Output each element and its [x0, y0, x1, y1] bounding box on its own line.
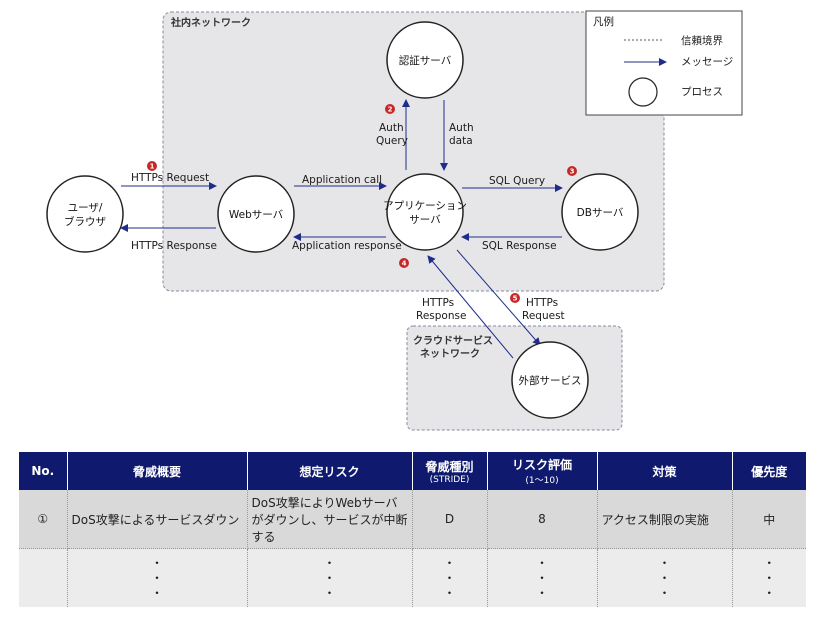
- ellipsis-cell: ・・・: [487, 548, 598, 607]
- col-risk: 想定リスク: [247, 452, 413, 490]
- process-auth-server: 認証サーバ: [386, 21, 464, 99]
- process-user-browser: ユーザ/ ブラウザ: [46, 175, 124, 253]
- col-priority: 優先度: [732, 452, 806, 490]
- user-label-2: ブラウザ: [64, 215, 106, 228]
- msg-https-request: HTTPs Request: [131, 172, 209, 184]
- col-summary: 脅威概要: [67, 452, 248, 490]
- db-label: DBサーバ: [577, 207, 624, 219]
- badge-3: 3: [567, 166, 577, 176]
- msg-sql-query: SQL Query: [489, 175, 545, 187]
- cell-measure: アクセス制限の実施: [597, 490, 733, 549]
- badge-2: 2: [385, 104, 395, 114]
- msg-auth-query-1: Auth: [379, 122, 404, 134]
- legend-process-circle: [628, 77, 658, 107]
- web-label: Webサーバ: [229, 209, 284, 221]
- app-label-1: アプリケーション: [383, 200, 467, 212]
- arrow-ext-response: [427, 255, 514, 359]
- process-app-server: アプリケーション サーバ: [383, 173, 467, 251]
- legend-title: 凡例: [593, 15, 614, 28]
- cloud-network-label-1: クラウドサービス: [413, 334, 493, 347]
- table-header-row: No. 脅威概要 想定リスク 脅威種別 (STRIDE) リスク評価 (1〜10…: [19, 452, 806, 490]
- process-external-service: 外部サービス: [511, 341, 589, 419]
- svg-text:2: 2: [388, 106, 393, 114]
- msg-ext-response-1: HTTPs: [422, 297, 454, 309]
- col-eval: リスク評価 (1〜10): [487, 452, 598, 490]
- col-measure: 対策: [597, 452, 733, 490]
- process-db-server: DBサーバ: [561, 173, 639, 251]
- ellipsis-cell: ・・・: [247, 548, 413, 607]
- ellipsis-cell: ・・・: [597, 548, 733, 607]
- ellipsis-cell: ・・・: [732, 548, 806, 607]
- msg-https-response: HTTPs Response: [131, 240, 217, 252]
- internal-network-label: 社内ネットワーク: [170, 16, 251, 29]
- badge-1: 1: [147, 161, 157, 171]
- msg-auth-query-2: Query: [376, 135, 408, 147]
- cell-priority: 中: [732, 490, 806, 549]
- ellipsis-cell: ・・・: [412, 548, 488, 607]
- badge-5: 5: [510, 293, 520, 303]
- svg-text:3: 3: [570, 168, 575, 176]
- data-flow-diagram: 社内ネットワーク クラウドサービス ネットワーク 凡例 信頼境界 メッセージ プ…: [46, 10, 743, 431]
- threat-table: No. 脅威概要 想定リスク 脅威種別 (STRIDE) リスク評価 (1〜10…: [19, 452, 806, 607]
- legend-process-label: プロセス: [681, 86, 723, 98]
- svg-text:4: 4: [402, 260, 407, 268]
- msg-auth-data-2: data: [449, 135, 473, 147]
- col-eval-label: リスク評価: [511, 458, 572, 472]
- col-type-sub: (STRIDE): [429, 474, 470, 485]
- arrow-ext-request: [456, 249, 541, 346]
- auth-label: 認証サーバ: [399, 54, 452, 67]
- col-no: No.: [19, 452, 68, 490]
- cell-empty: [19, 548, 68, 607]
- cell-risk: DoS攻撃によりWebサーバがダウンし、サービスが中断する: [247, 490, 413, 549]
- msg-app-response: Application response: [292, 240, 402, 252]
- col-type-label: 脅威種別: [425, 459, 474, 474]
- col-eval-sub: (1〜10): [525, 476, 559, 486]
- app-label-2: サーバ: [409, 214, 441, 226]
- table-row-ellipsis: ・・・ ・・・ ・・・ ・・・ ・・・ ・・・: [19, 548, 806, 607]
- process-web-server: Webサーバ: [217, 175, 295, 253]
- msg-ext-response-2: Response: [416, 310, 466, 322]
- external-label: 外部サービス: [519, 374, 582, 387]
- cell-summary: DoS攻撃によるサービスダウン: [67, 490, 248, 549]
- msg-ext-request-2: Request: [522, 310, 565, 322]
- msg-auth-data-1: Auth: [449, 122, 474, 134]
- col-type: 脅威種別 (STRIDE): [412, 452, 488, 490]
- cell-type: D: [412, 490, 488, 549]
- msg-sql-response: SQL Response: [482, 240, 557, 252]
- msg-app-call: Application call: [302, 174, 382, 186]
- table-row: ① DoS攻撃によるサービスダウン DoS攻撃によりWebサーバがダウンし、サー…: [19, 490, 806, 549]
- cloud-network-label-2: ネットワーク: [420, 348, 480, 360]
- msg-ext-request-1: HTTPs: [526, 297, 558, 309]
- legend-message-label: メッセージ: [681, 56, 733, 68]
- svg-text:1: 1: [150, 163, 155, 171]
- badge-4: 4: [399, 258, 409, 268]
- user-label-1: ユーザ/: [68, 202, 103, 214]
- ellipsis-cell: ・・・: [67, 548, 248, 607]
- legend-trust-boundary-label: 信頼境界: [681, 34, 723, 47]
- svg-text:5: 5: [513, 295, 518, 303]
- cell-no: ①: [19, 490, 68, 549]
- cell-eval: 8: [487, 490, 598, 549]
